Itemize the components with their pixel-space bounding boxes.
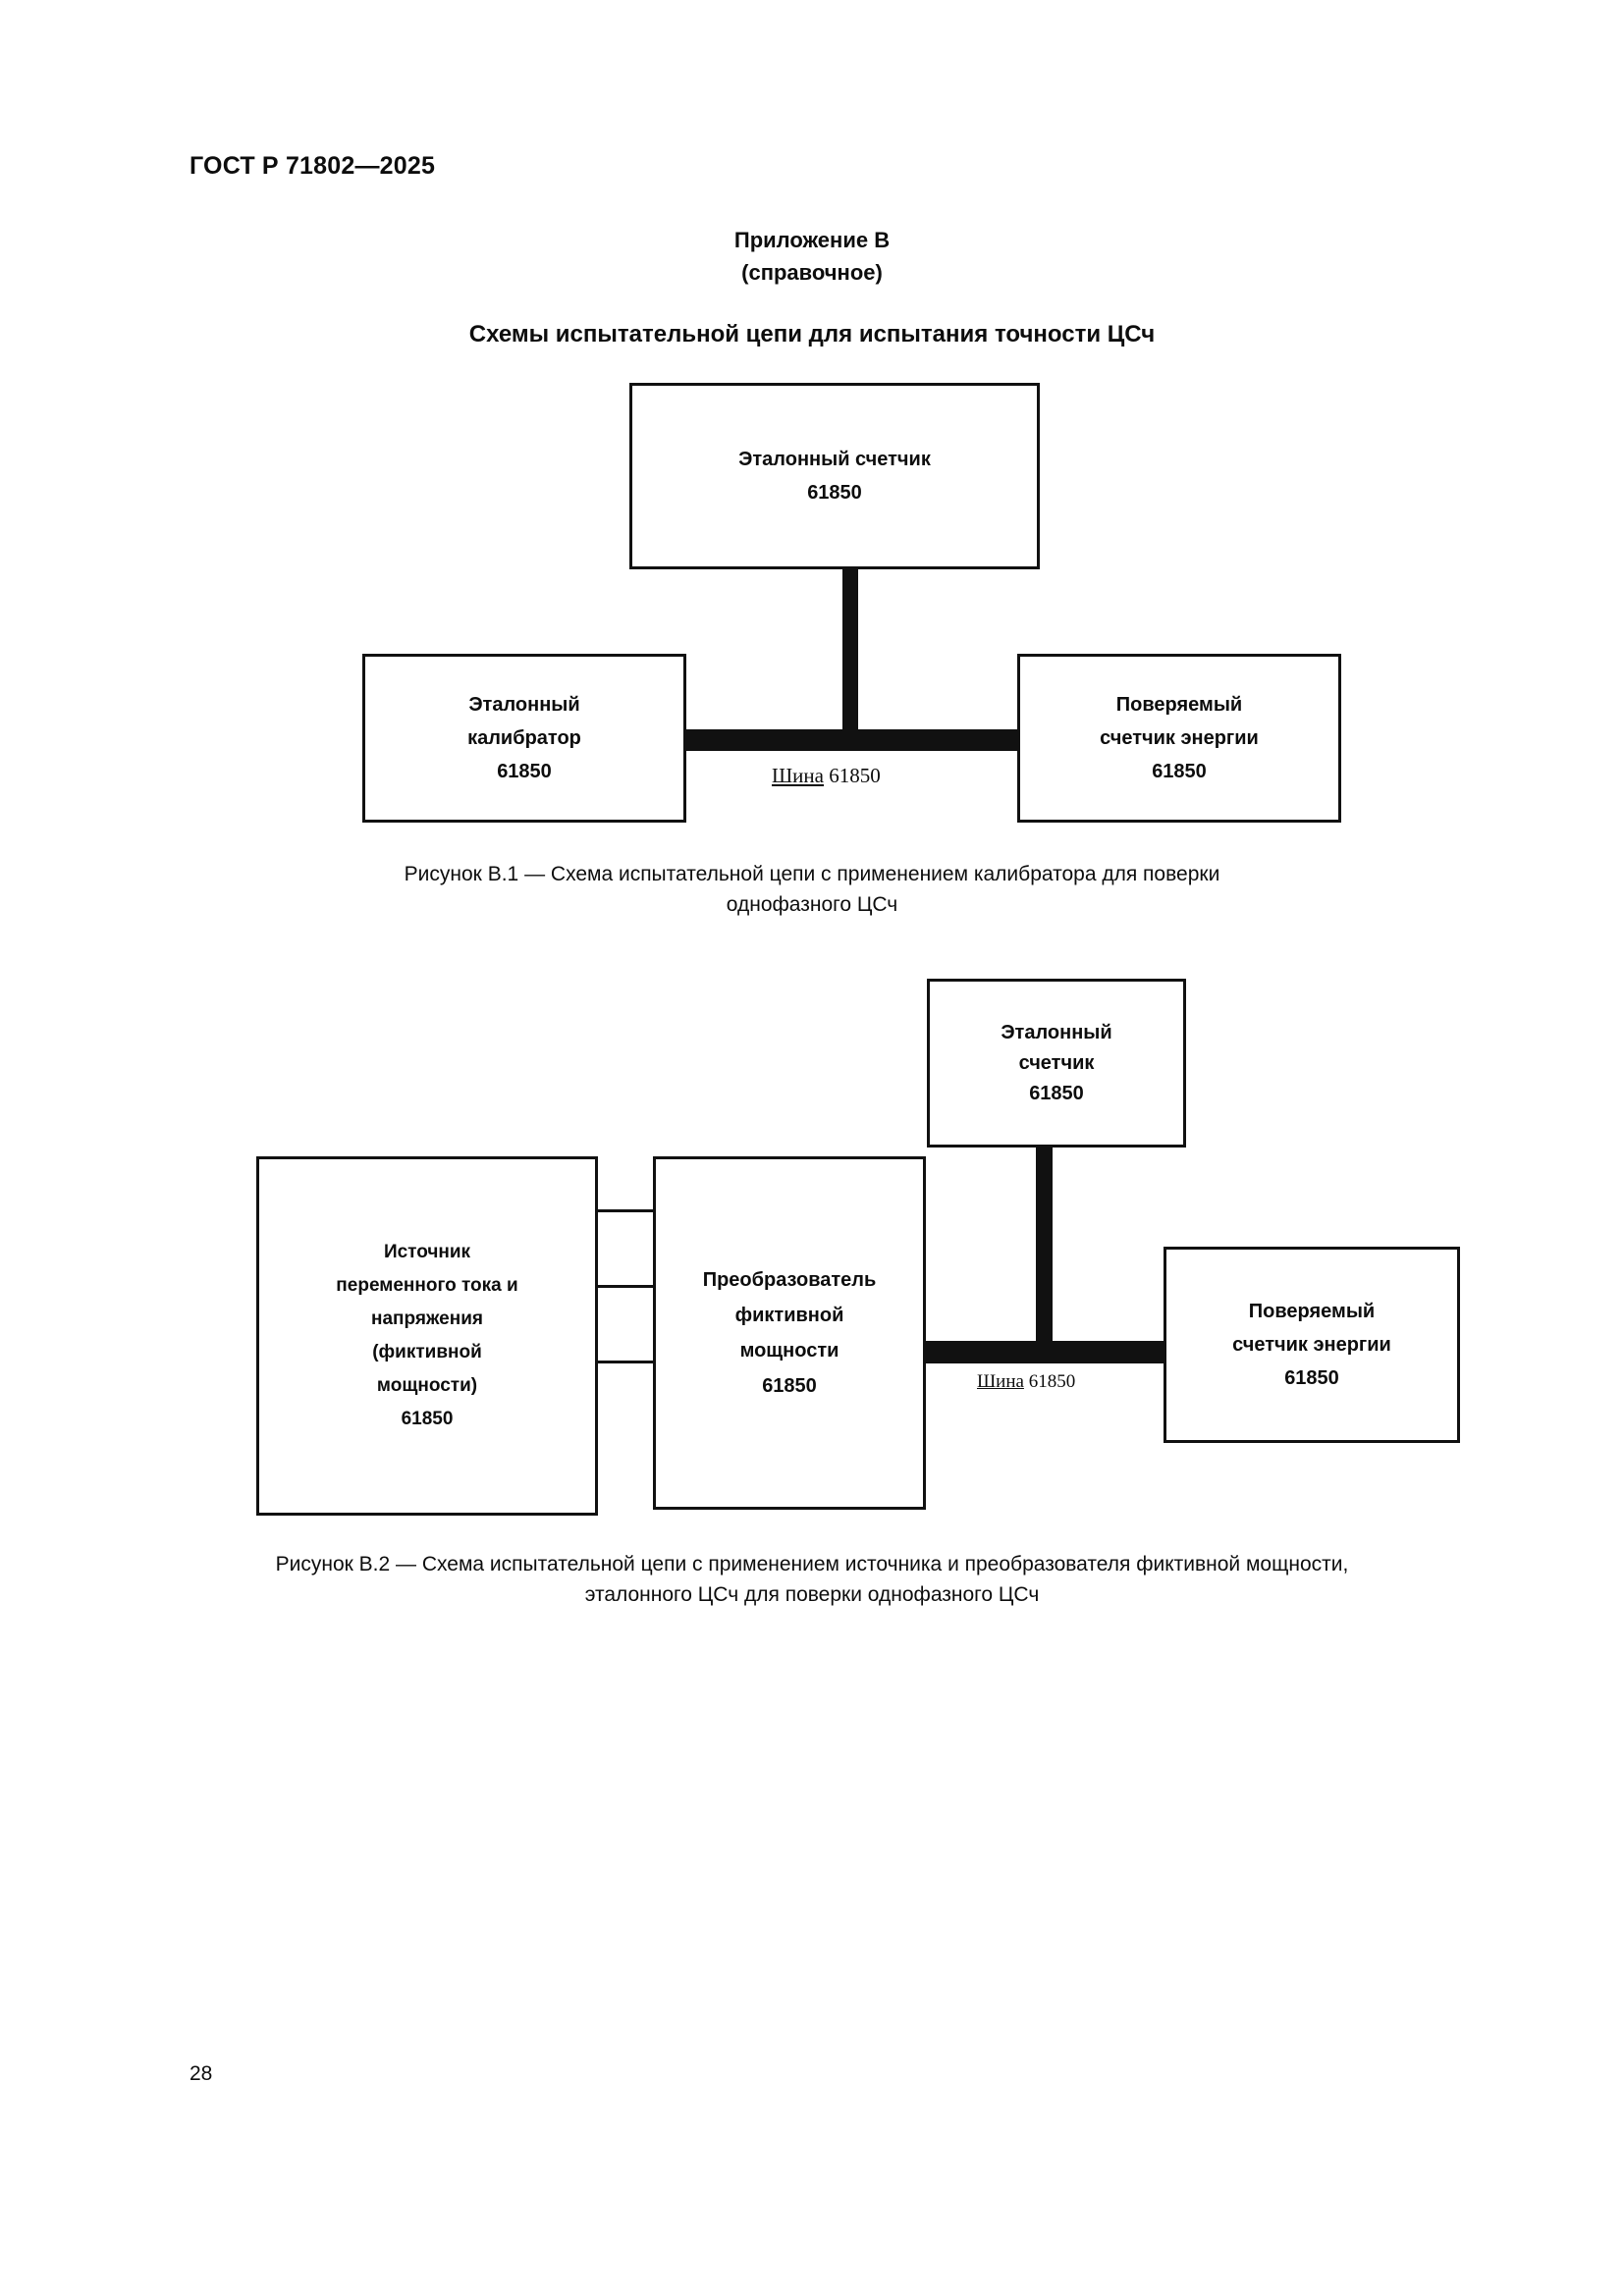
figure-b2-link-2 <box>593 1285 657 1288</box>
figure-b1-node-reference-calibrator: Эталонный калибратор 61850 <box>362 654 686 823</box>
node-line: фиктивной <box>734 1305 844 1326</box>
bus-label-number: 61850 <box>829 764 881 787</box>
appendix-heading: Приложение В (справочное) <box>0 224 1624 289</box>
figure-b1: Эталонный счетчик 61850 Эталонный калибр… <box>0 0 1624 823</box>
figure-b2-link-1 <box>593 1209 657 1212</box>
document-header-standard-number: ГОСТ Р 71802—2025 <box>189 152 436 180</box>
node-line: счетчик энергии <box>1232 1334 1391 1356</box>
figure-b2-caption: Рисунок В.2 — Схема испытательной цепи с… <box>193 1549 1431 1610</box>
node-line: мощности) <box>376 1375 478 1396</box>
node-line: Эталонный <box>468 694 580 716</box>
section-title: Схемы испытательной цепи для испытания т… <box>468 321 1156 347</box>
node-line: Источник <box>383 1242 471 1262</box>
figure-b1-node-reference-meter: Эталонный счетчик 61850 <box>629 383 1040 569</box>
figure-b2-node-reference-meter: Эталонный счетчик 61850 <box>927 979 1186 1148</box>
figure-b2-link-3 <box>593 1361 657 1363</box>
figure-b2-bus-vertical <box>1036 1147 1053 1355</box>
node-line: Преобразователь <box>702 1269 877 1291</box>
bus-label-word: Шина <box>772 764 824 787</box>
caption-line: однофазного ЦСч <box>726 893 898 916</box>
figure-b2-node-meter-under-test: Поверяемый счетчик энергии 61850 <box>1164 1247 1460 1443</box>
node-line: Эталонный <box>1001 1021 1112 1043</box>
node-line: 61850 <box>1284 1367 1339 1389</box>
node-line: счетчик энергии <box>1100 727 1259 749</box>
node-line: 61850 <box>1029 1082 1084 1104</box>
node-line: (фиктивной <box>372 1342 482 1362</box>
appendix-title: Приложение В <box>733 228 891 252</box>
figure-b2-bus-horizontal <box>913 1341 1170 1363</box>
node-line: Эталонный счетчик <box>738 449 931 470</box>
node-line: напряжения <box>371 1308 483 1329</box>
page-number: 28 <box>189 2062 213 2085</box>
figure-b1-bus-vertical <box>842 565 858 744</box>
appendix-subtitle: (справочное) <box>741 260 883 285</box>
figure-b2-node-converter: Преобразователь фиктивной мощности 61850 <box>653 1156 926 1510</box>
figure-b1-node-meter-under-test: Поверяемый счетчик энергии 61850 <box>1017 654 1341 823</box>
bus-label-word: Шина <box>977 1371 1024 1392</box>
caption-line: эталонного ЦСч для поверки однофазного Ц… <box>584 1583 1040 1606</box>
node-line: Поверяемый <box>1248 1301 1376 1322</box>
node-line: калибратор <box>467 727 581 749</box>
node-line: мощности <box>739 1340 839 1362</box>
figure-b1-bus-label: Шина 61850 <box>772 764 881 788</box>
node-line: Поверяемый <box>1115 694 1243 716</box>
figure-b2: Эталонный счетчик 61850 Источник перемен… <box>0 0 1624 1516</box>
node-line: 61850 <box>401 1409 454 1429</box>
node-line: 61850 <box>497 761 552 782</box>
node-line: счетчик <box>1018 1051 1095 1074</box>
figure-b1-caption: Рисунок В.1 — Схема испытательной цепи с… <box>321 859 1303 920</box>
node-line: переменного тока и <box>336 1275 518 1296</box>
figure-b2-node-source: Источник переменного тока и напряжения (… <box>256 1156 598 1516</box>
caption-line: Рисунок В.2 — Схема испытательной цепи с… <box>275 1553 1349 1575</box>
node-line: 61850 <box>1152 761 1207 782</box>
node-line: 61850 <box>807 482 862 504</box>
bus-label-number: 61850 <box>1028 1371 1076 1392</box>
figure-b1-bus-horizontal <box>681 729 1021 751</box>
node-line: 61850 <box>762 1375 817 1397</box>
figure-b2-bus-label: Шина 61850 <box>977 1371 1075 1393</box>
caption-line: Рисунок В.1 — Схема испытательной цепи с… <box>404 863 1220 885</box>
